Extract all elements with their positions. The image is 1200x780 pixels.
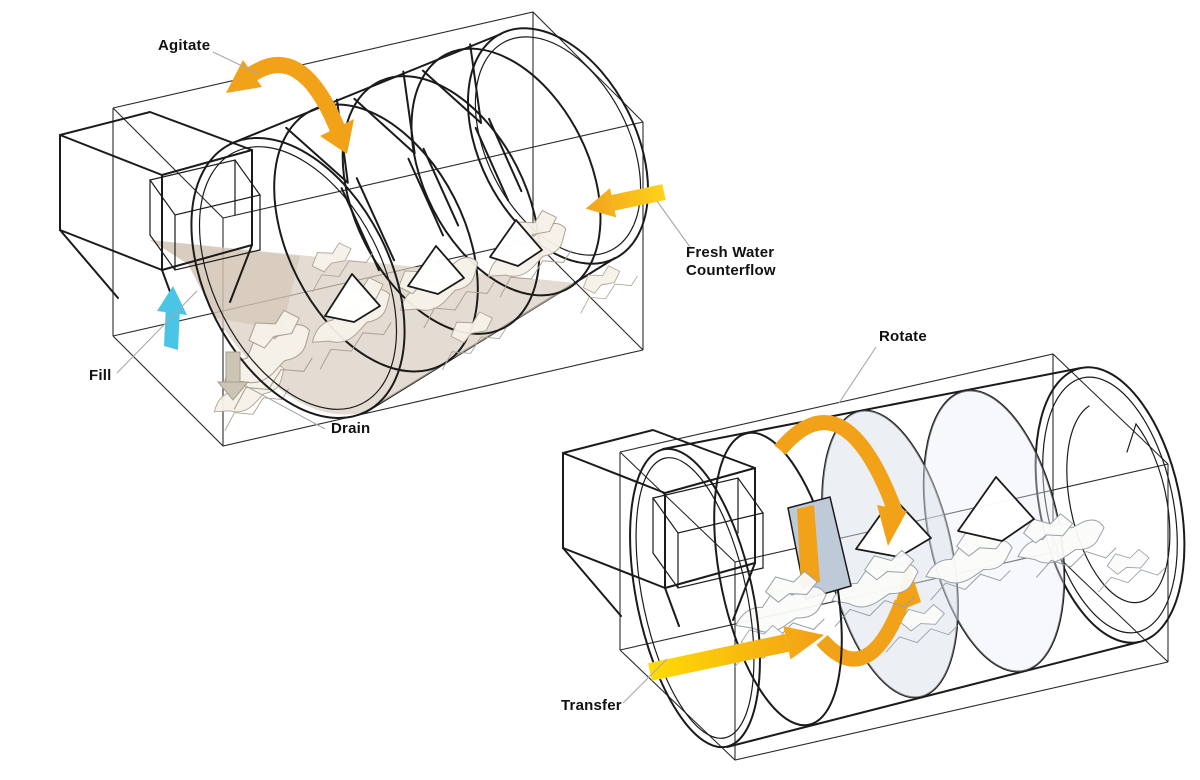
- rear-screw-hook: [1066, 405, 1171, 604]
- wash-stage-diagram: [59, 11, 691, 447]
- agitate-arrowhead-left: [226, 60, 262, 93]
- fill-label: Fill: [89, 367, 112, 384]
- rotate-label: Rotate: [879, 328, 927, 345]
- transfer-label: Transfer: [561, 697, 622, 714]
- counterflow-arrow: [585, 184, 666, 218]
- fill-arrowhead: [157, 286, 187, 315]
- wash-leader-lines: [116, 51, 691, 430]
- rotate-arrow-top: [774, 415, 907, 546]
- transfer-leader-line: [622, 658, 668, 704]
- transfer-arrow: [648, 626, 825, 681]
- drain-leader-line: [243, 384, 326, 430]
- transfer-arrowhead: [783, 626, 825, 660]
- counterflow-arrowhead: [585, 188, 617, 218]
- drain-label: Drain: [331, 420, 371, 437]
- agitate-label: Agitate: [158, 37, 211, 54]
- wash-scoop-pockets: [324, 219, 543, 323]
- counterflow-leader-line: [656, 200, 691, 248]
- fill-arrow: [157, 286, 187, 350]
- drain-arrowhead: [216, 381, 250, 401]
- agitate-arrow: [226, 57, 354, 154]
- transfer-leader-lines: [622, 346, 877, 704]
- transfer-stage-diagram: [562, 346, 1186, 761]
- transfer-drum-front-rim: [629, 447, 761, 749]
- wash-drum-front-rim: [190, 136, 406, 420]
- agitate-leader-line: [212, 51, 260, 75]
- fill-leader-line: [116, 290, 198, 374]
- rotate-ribbon-through-notch: [797, 505, 820, 587]
- fresh-water-line1: Fresh Water: [686, 244, 775, 261]
- drum-silhouette: [662, 367, 1140, 748]
- agitate-arrowhead-right: [320, 119, 354, 154]
- flight-notch: [421, 43, 523, 202]
- transfer-drum-rear: [662, 366, 1186, 748]
- transfer-loading-chute: [562, 429, 765, 627]
- wash-screw-flights: [273, 43, 602, 373]
- rotate-arrowhead-down: [877, 505, 907, 546]
- drain-arrow: [216, 351, 250, 401]
- fresh-water-line2: Counterflow: [686, 262, 776, 279]
- rotate-leader-line: [838, 346, 877, 404]
- fresh-water-counterflow-label: Fresh Water Counterflow: [686, 244, 776, 280]
